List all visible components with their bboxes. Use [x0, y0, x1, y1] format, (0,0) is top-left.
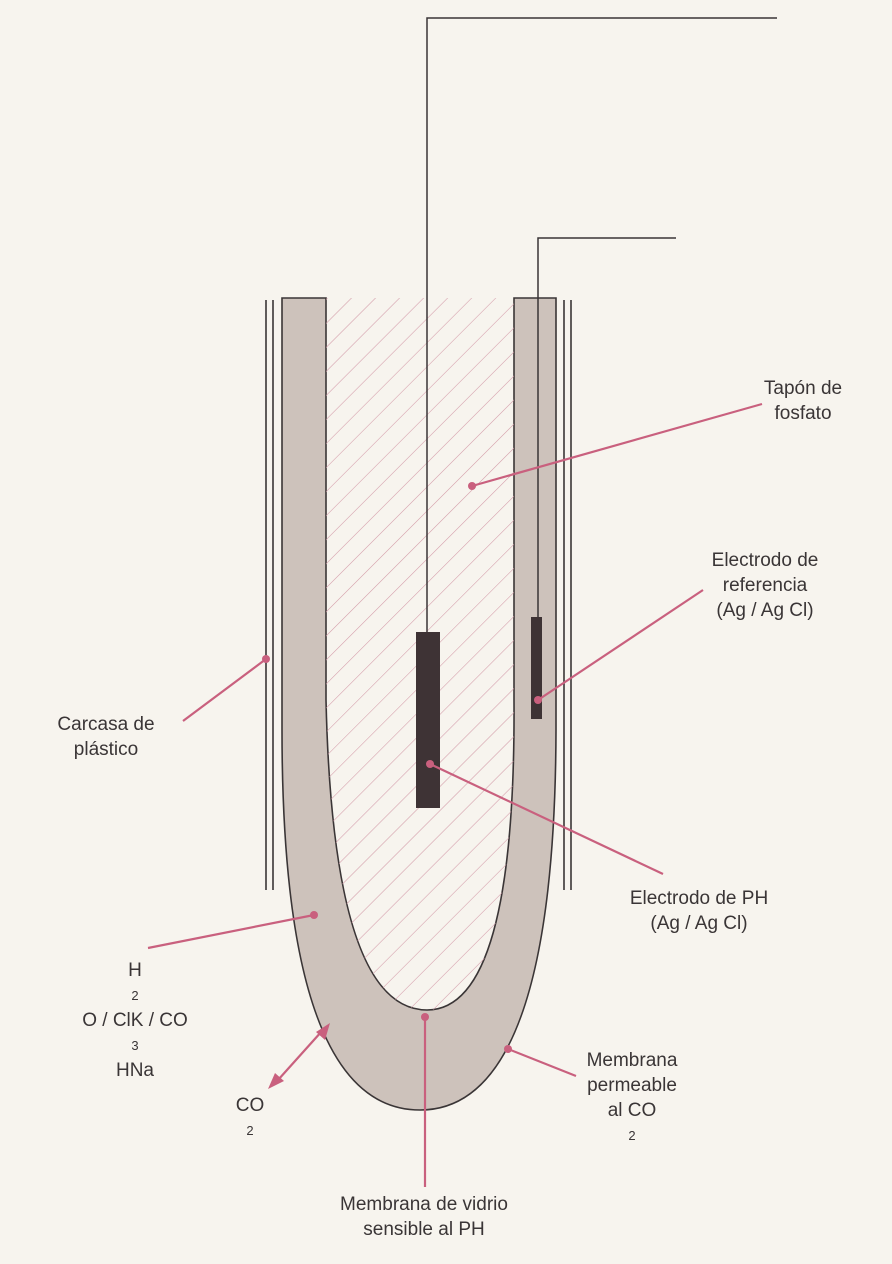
co2-arrowheads	[268, 1023, 330, 1089]
reference-electrode	[531, 617, 542, 719]
electrode-wires	[426, 17, 777, 632]
plastic-casing	[265, 300, 572, 890]
ph-electrode	[416, 632, 440, 808]
leader-lines	[147, 402, 763, 1187]
label-ph-electrode: Electrodo de PH(Ag / Ag Cl)	[629, 888, 769, 934]
leader-dots	[262, 482, 542, 1053]
